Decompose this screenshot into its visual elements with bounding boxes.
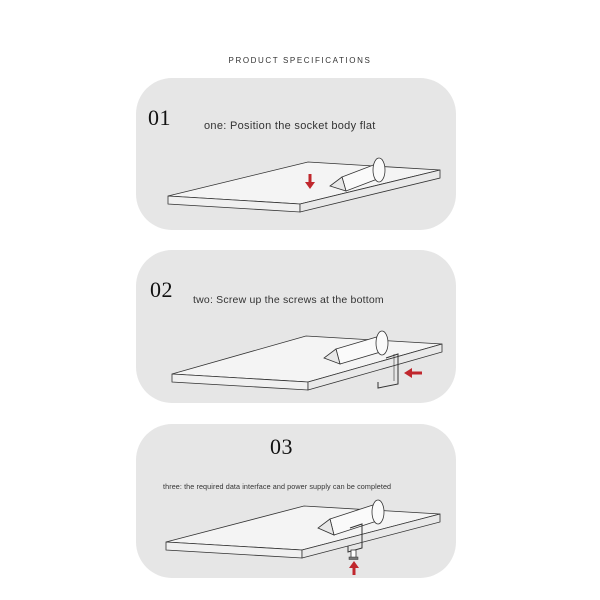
step-card-2: 02 two: Screw up the screws at the botto… <box>136 250 456 403</box>
step-illustration <box>167 157 441 213</box>
socket-body <box>329 157 386 192</box>
down-arrow-icon <box>305 174 315 189</box>
step-card-1: 01 one: Position the socket body flat <box>136 78 456 230</box>
step-instruction: three: the required data interface and p… <box>163 482 392 491</box>
table-edge-side <box>307 343 443 391</box>
page-title: PRODUCT SPECIFICATIONS <box>228 56 372 65</box>
clamp-bracket <box>347 523 363 560</box>
step-number: 01 <box>148 105 171 130</box>
step-instruction: one: Position the socket body flat <box>204 120 376 132</box>
step-number: 03 <box>270 434 293 459</box>
table-edge-side <box>299 169 441 213</box>
step-instruction: two: Screw up the screws at the bottom <box>193 294 384 306</box>
step-illustration <box>165 499 441 575</box>
clamp-bracket <box>377 353 399 389</box>
socket-body <box>323 330 389 365</box>
step-number: 02 <box>150 277 173 302</box>
left-arrow-icon <box>404 368 422 378</box>
step-illustration <box>171 330 443 391</box>
socket-body <box>317 499 385 536</box>
up-arrow-icon <box>349 561 359 575</box>
table-edge-side <box>301 513 441 559</box>
step-card-3: 03 three: the required data interface an… <box>136 424 456 578</box>
